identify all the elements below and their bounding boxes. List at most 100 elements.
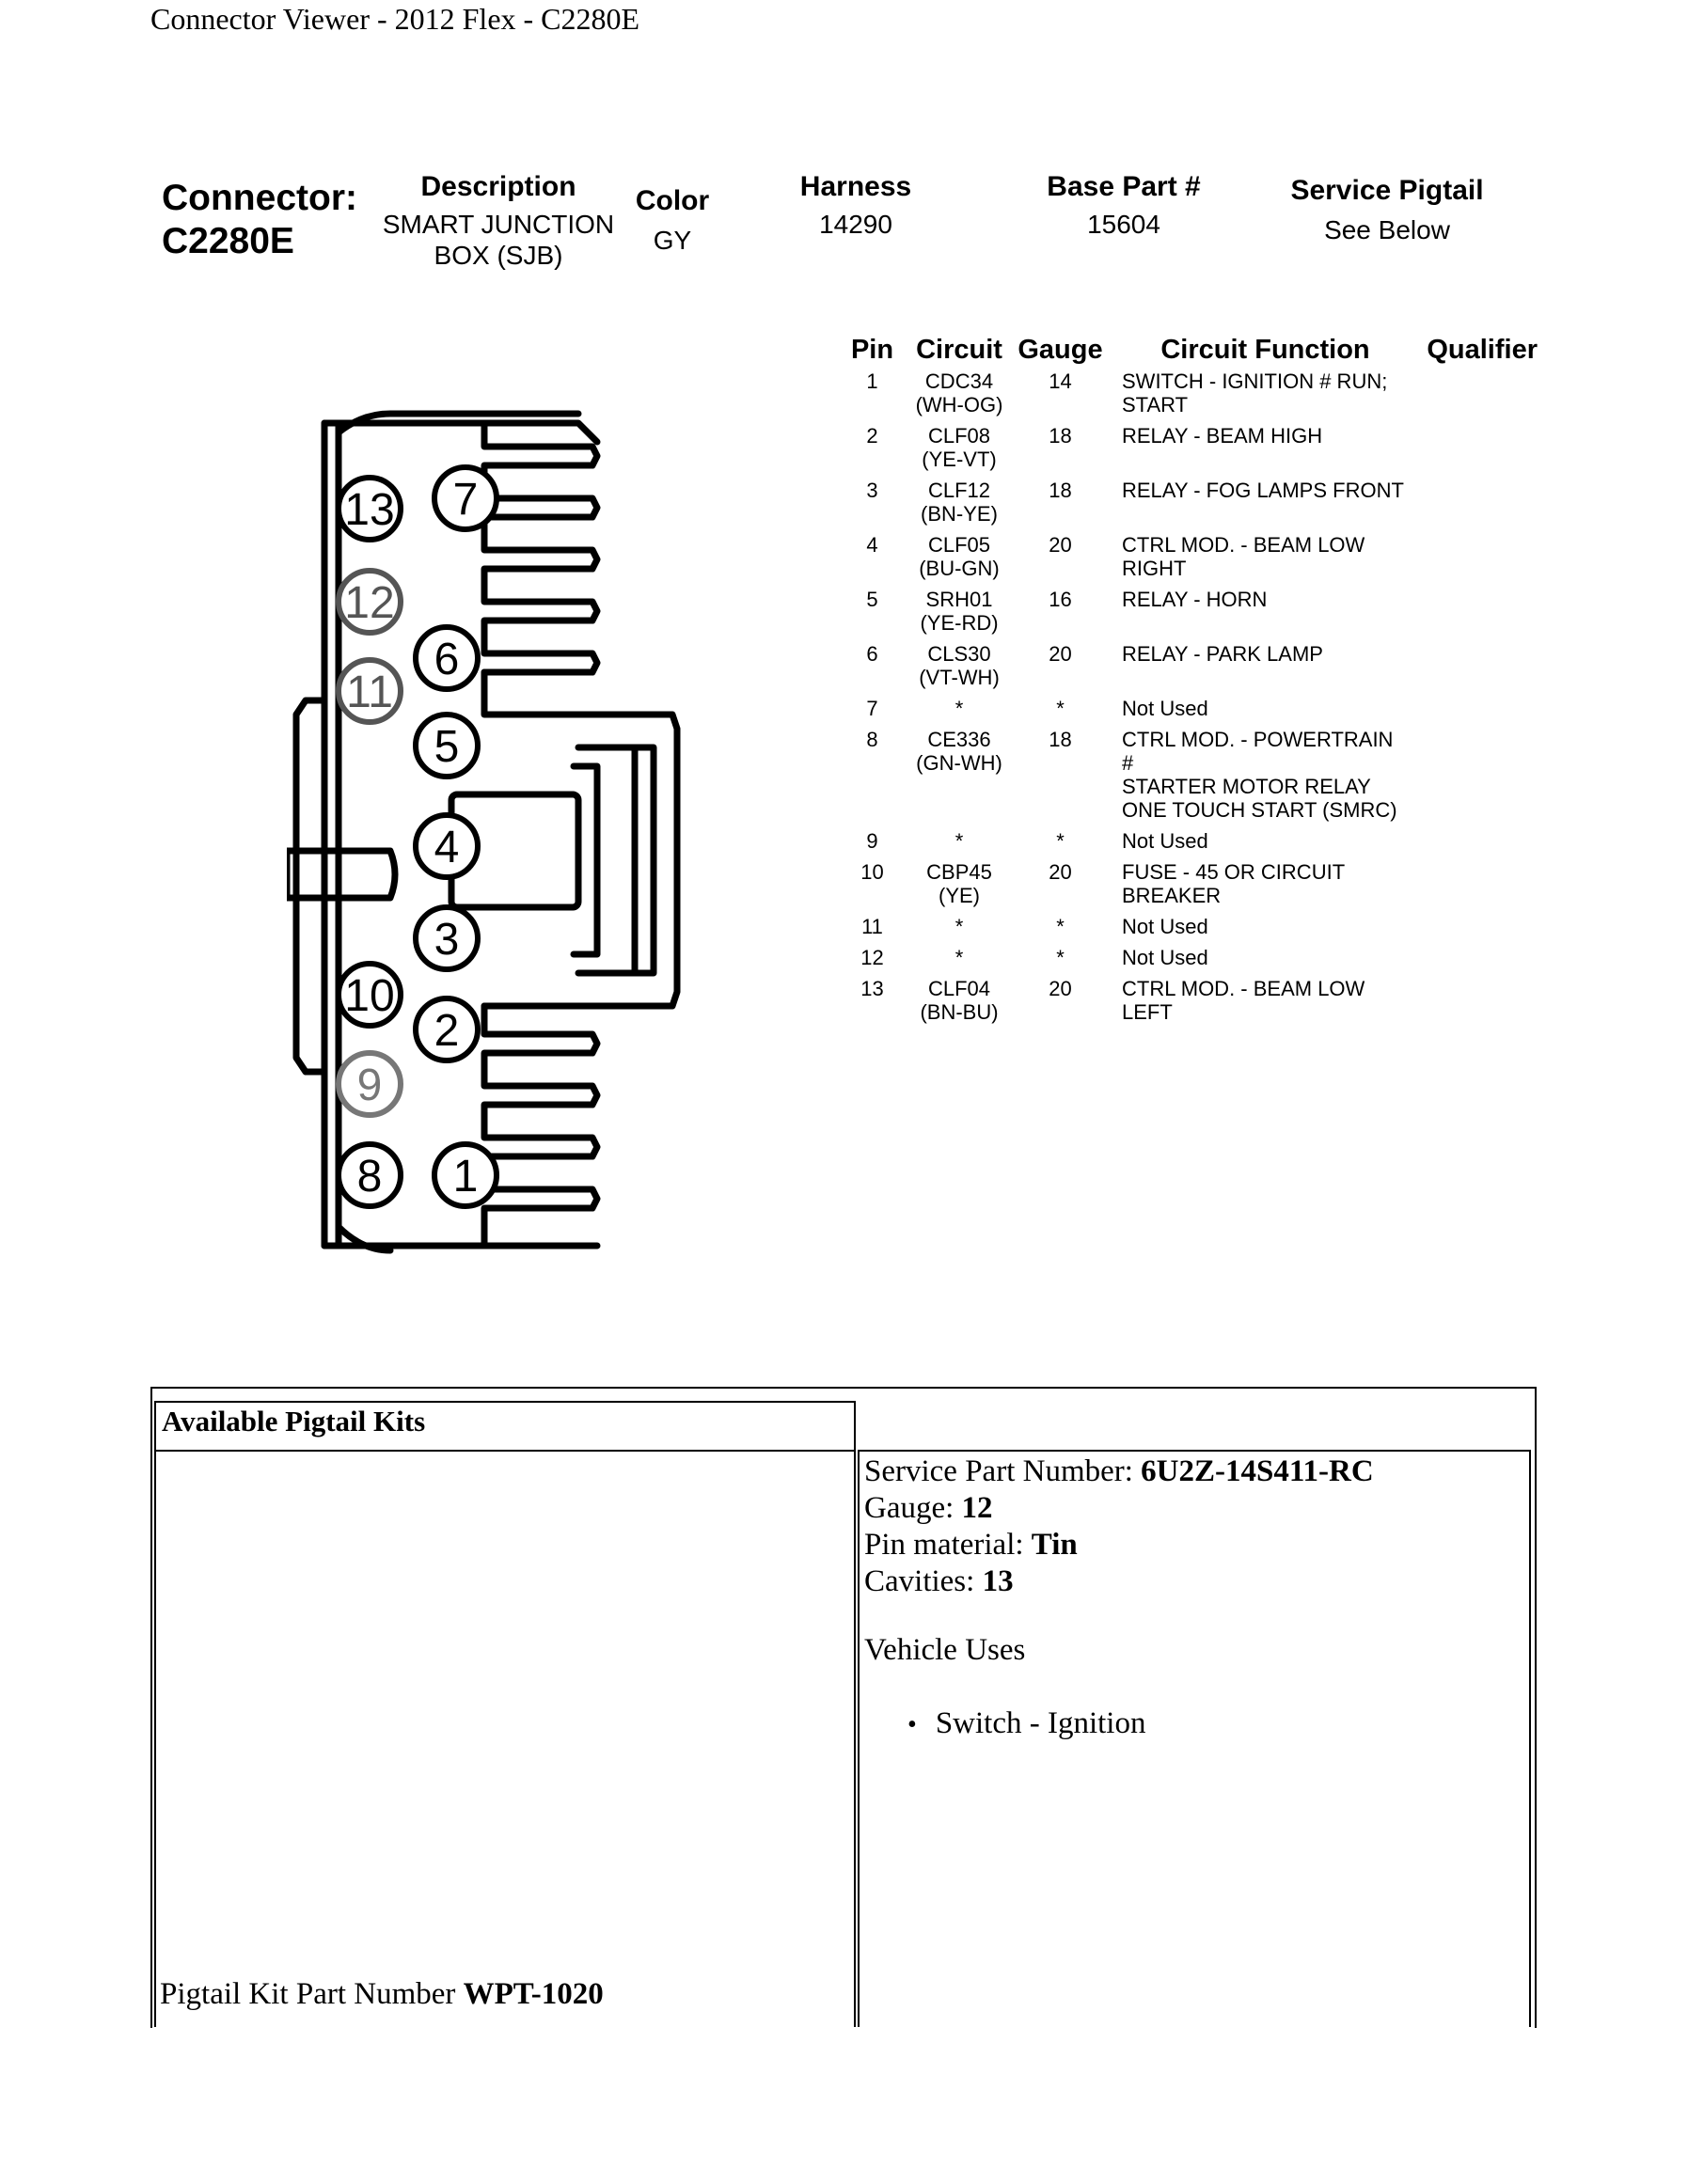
col-header-qualifier: Qualifier xyxy=(1427,335,1538,365)
qualifier-cell xyxy=(1409,915,1538,946)
wire-color: (BU-GN) xyxy=(919,557,1000,580)
pin-number: 1 xyxy=(866,369,878,393)
circuit-code: CLF05 xyxy=(927,533,991,557)
pin-cavity-1 xyxy=(432,1141,499,1209)
pin-cavity-8 xyxy=(336,1141,403,1209)
circuit-code: CE336 xyxy=(927,728,991,751)
pin-number: 4 xyxy=(866,533,878,557)
gauge-cell: * xyxy=(1056,829,1065,853)
circuit-code: CLF12 xyxy=(927,479,991,502)
kit-part-value: WPT-1020 xyxy=(463,1977,604,2011)
gauge-cell: 20 xyxy=(1049,860,1072,884)
description-label: Description xyxy=(420,171,576,202)
pin-number: 11 xyxy=(861,915,883,938)
circuit-cell: CLF04(BN-BU) xyxy=(903,977,1016,1031)
pin-row: 12**Not Used xyxy=(842,946,1538,977)
wire-color: (GN-WH) xyxy=(916,751,1002,775)
qualifier-cell xyxy=(1409,946,1538,977)
gauge-cell: 20 xyxy=(1049,977,1072,1000)
circuit-function-line: Not Used xyxy=(1122,697,1208,720)
circuit-code: CLF08 xyxy=(927,424,991,448)
circuit-function-line: RIGHT xyxy=(1122,557,1187,580)
circuit-function-line: CTRL MOD. - POWERTRAIN # xyxy=(1122,728,1394,775)
base-part-label: Base Part # xyxy=(1047,171,1201,202)
circuit-function-line: Not Used xyxy=(1122,915,1208,938)
pin-cavity-7 xyxy=(432,464,499,532)
service-part-value: 6U2Z-14S411-RC xyxy=(1141,1454,1374,1488)
circuit-cell: * xyxy=(903,697,1016,728)
service-part-row: Service Part Number: 6U2Z-14S411-RC xyxy=(864,1453,1374,1490)
pigtail-kit-part-number: Pigtail Kit Part Number WPT-1020 xyxy=(160,1977,604,2012)
gauge-cell: 20 xyxy=(1049,642,1072,666)
pin-cavity-12 xyxy=(336,568,403,636)
pin-cavity-label: 4 xyxy=(434,823,460,872)
pin-cavity-13 xyxy=(336,475,403,542)
circuit-cell: CBP45(YE) xyxy=(903,860,1016,915)
pin-number: 9 xyxy=(866,829,878,853)
cavities-label: Cavities: xyxy=(864,1564,983,1598)
pin-row: 9 * * Not Used xyxy=(842,829,1538,860)
qualifier-cell xyxy=(1409,728,1538,829)
kit-part-label: Pigtail Kit Part Number xyxy=(160,1977,464,2011)
vehicle-use-item: Switch - Ignition xyxy=(907,1706,1146,1741)
base-part-value: 15604 xyxy=(1087,210,1160,239)
service-pigtail-block: Service Pigtail See Below xyxy=(1274,175,1500,245)
pin-cavity-5 xyxy=(413,712,481,779)
pin-cavity-label: 7 xyxy=(453,475,479,525)
pin-cavity-4 xyxy=(413,812,481,880)
pin-number: 13 xyxy=(860,977,884,1000)
color-block: Color GY xyxy=(625,185,719,256)
col-header-pin: Pin xyxy=(850,335,894,365)
pin-material-label: Pin material: xyxy=(864,1528,1032,1562)
pin-cavity-label: 6 xyxy=(434,635,460,684)
circuit-function-line: Not Used xyxy=(1122,829,1208,853)
wire-color: (YE) xyxy=(939,884,980,907)
pin-table-header: Pin Circuit Gauge Circuit Function Quali… xyxy=(842,335,1538,369)
circuit-cell: * xyxy=(903,829,1016,860)
circuit-code: CLF04 xyxy=(927,977,991,1000)
circuit-cell: * xyxy=(903,946,1016,977)
pin-cavity-label: 9 xyxy=(357,1061,383,1110)
col-header-gauge: Gauge xyxy=(1018,335,1103,365)
gauge-value: 12 xyxy=(961,1491,993,1525)
pin-cavity-2 xyxy=(413,996,481,1063)
pin-material-value: Tin xyxy=(1031,1528,1078,1562)
pin-number: 7 xyxy=(866,697,878,720)
circuit-cell: CLF12(BN-YE) xyxy=(903,479,1016,533)
circuit-code: * xyxy=(954,946,964,969)
pin-table: Pin Circuit Gauge Circuit Function Quali… xyxy=(842,335,1538,1031)
pin-cavity-9 xyxy=(336,1050,403,1118)
gauge-cell: 18 xyxy=(1049,424,1072,448)
vehicle-uses-list: Switch - Ignition xyxy=(907,1706,1146,1741)
wire-color: (YE-VT) xyxy=(922,448,997,471)
circuit-code: SRH01 xyxy=(925,588,993,611)
circuit-function-cell: RELAY - HORN xyxy=(1105,588,1409,642)
col-header-circuit-function: Circuit Function xyxy=(1160,335,1370,365)
gauge-cell: 20 xyxy=(1049,533,1072,557)
qualifier-cell xyxy=(1409,479,1538,533)
qualifier-cell xyxy=(1409,977,1538,1031)
pin-number: 3 xyxy=(866,479,878,502)
service-pigtail-value: See Below xyxy=(1324,215,1450,244)
circuit-function-cell: RELAY - PARK LAMP xyxy=(1105,642,1409,697)
connector-label: Connector: xyxy=(162,178,357,218)
wire-color: (BN-YE) xyxy=(921,502,998,526)
gauge-cell: 18 xyxy=(1049,479,1072,502)
pigtail-kit-cell xyxy=(154,1450,856,2027)
description-block: Description SMART JUNCTION BOX (SJB) xyxy=(371,171,625,271)
pin-cavity-label: 12 xyxy=(344,578,394,628)
circuit-function-line: RELAY - HORN xyxy=(1122,588,1268,611)
circuit-function-cell: Not Used xyxy=(1105,915,1409,946)
cavities-row: Cavities: 13 xyxy=(864,1563,1374,1600)
gauge-cell: * xyxy=(1056,697,1065,720)
circuit-function-line: CTRL MOD. - BEAM LOW xyxy=(1122,977,1365,1000)
